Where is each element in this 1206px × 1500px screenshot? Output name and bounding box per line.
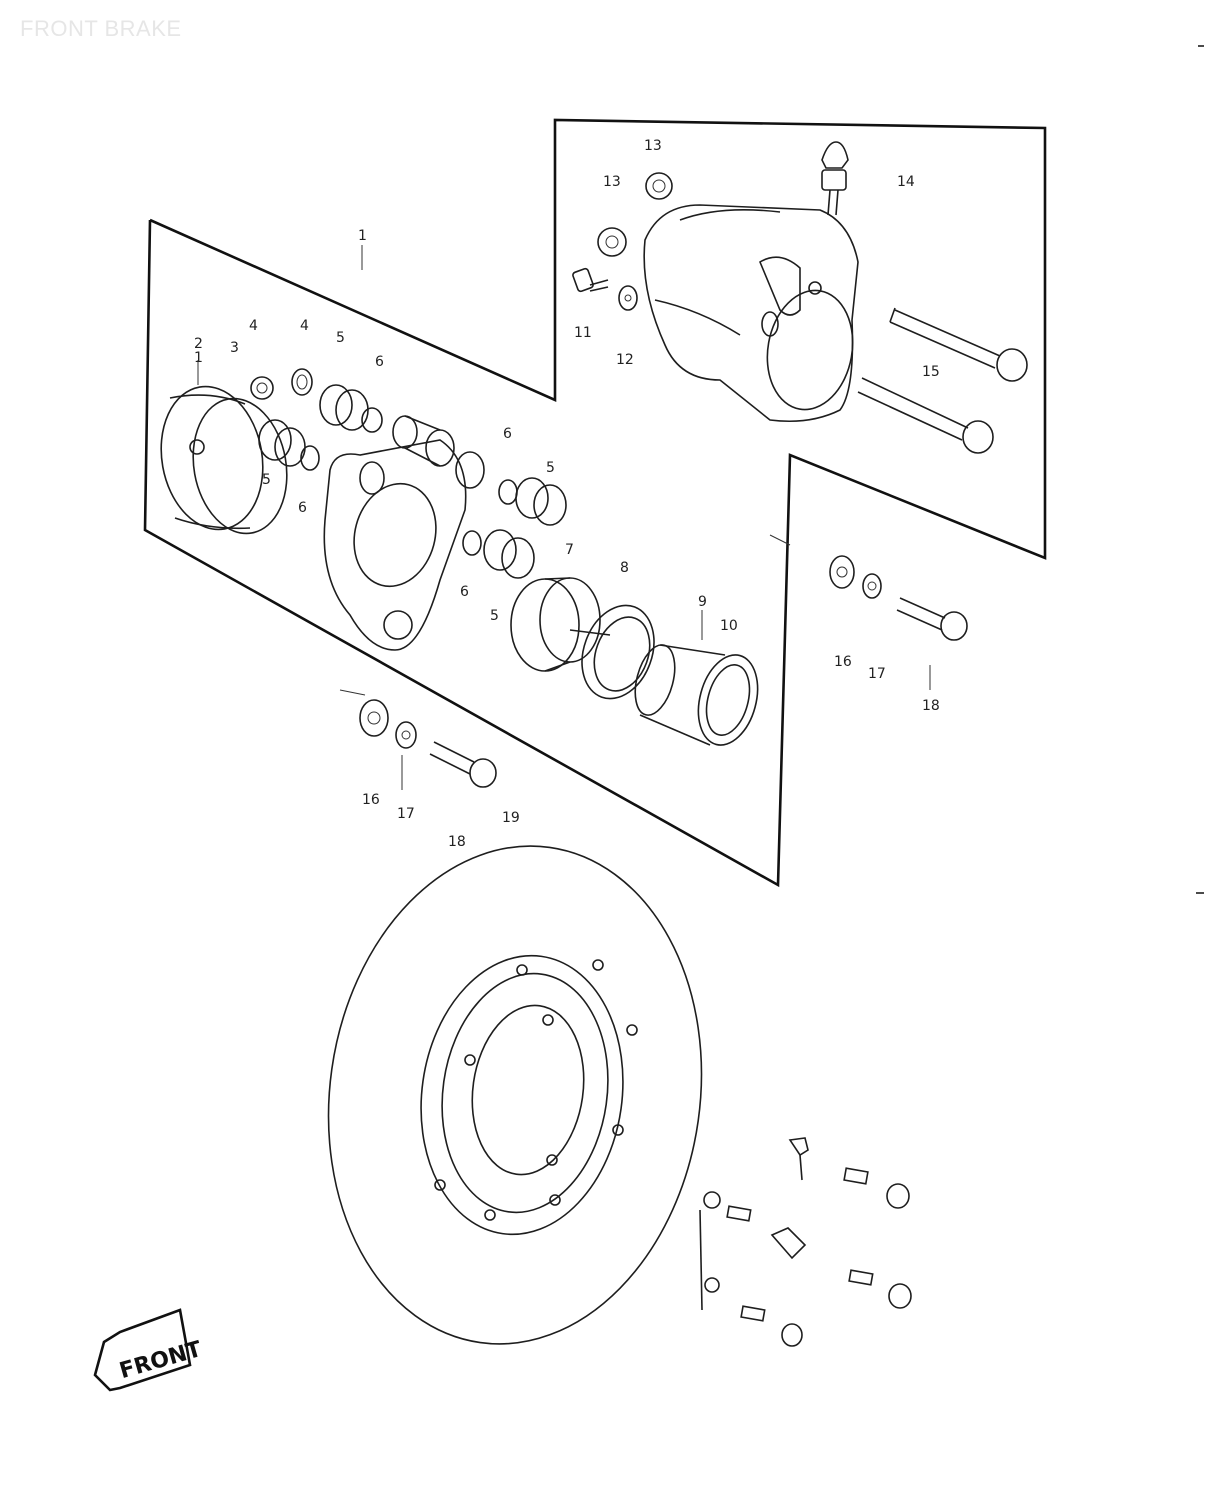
callout-5: 5 — [490, 608, 499, 624]
bleeder-valve-part — [821, 141, 849, 216]
nut-part — [597, 227, 627, 257]
callout-17: 17 — [868, 666, 886, 682]
callout-10: 10 — [720, 618, 738, 634]
callout-4: 4 — [249, 318, 258, 334]
dust-boot-part — [634, 644, 759, 746]
front-direction-arrow: FRONT — [93, 1308, 205, 1392]
callout-6: 6 — [375, 354, 384, 370]
piston-bushing-part — [498, 477, 567, 526]
callout-6: 6 — [298, 500, 307, 516]
callout-labels: 1 2 1 3 4 4 5 5 5 5 6 6 6 6 7 8 9 10 11 … — [194, 138, 940, 850]
callout-13: 13 — [603, 174, 621, 190]
piston-bushing-part — [319, 384, 383, 433]
washer-part — [395, 721, 417, 749]
callout-5: 5 — [336, 330, 345, 346]
nut-part — [645, 172, 673, 200]
callout-19: 19 — [502, 810, 520, 826]
washer-part — [359, 699, 389, 737]
callout-18: 18 — [448, 834, 466, 850]
callout-2: 2 — [194, 336, 203, 352]
callout-16: 16 — [362, 792, 380, 808]
callout-4: 4 — [300, 318, 309, 334]
callout-3: 3 — [230, 340, 239, 356]
callout-16: 16 — [834, 654, 852, 670]
callout-17: 17 — [397, 806, 415, 822]
callout-1: 1 — [358, 228, 367, 244]
callout-5: 5 — [546, 460, 555, 476]
washer-part — [829, 555, 855, 589]
seal-ring-part — [581, 604, 655, 700]
callout-7: 7 — [565, 542, 574, 558]
nut-part — [250, 376, 274, 400]
callout-9: 9 — [698, 594, 707, 610]
callout-8: 8 — [620, 560, 629, 576]
callout-6: 6 — [503, 426, 512, 442]
brake-disc — [327, 845, 703, 1345]
caliper-housing — [643, 204, 859, 423]
disc-bolt-set — [699, 1137, 912, 1347]
callout-13: 13 — [644, 138, 662, 154]
callout-14: 14 — [897, 174, 915, 190]
bolt-part — [429, 741, 497, 788]
long-bolt-part — [857, 377, 994, 454]
callout-18: 18 — [922, 698, 940, 714]
front-label: FRONT — [117, 1337, 205, 1384]
caliper-bracket — [323, 439, 485, 651]
washer-part — [862, 573, 882, 599]
callout-6: 6 — [460, 584, 469, 600]
disc-mount-holes — [434, 959, 638, 1221]
pivot-shaft — [392, 415, 455, 467]
callout-11: 11 — [574, 325, 592, 341]
bolt-part — [896, 597, 968, 641]
callout-12: 12 — [616, 352, 634, 368]
callout-15: 15 — [922, 364, 940, 380]
assembly-boundary-outline — [143, 118, 1047, 888]
washer-part — [618, 285, 638, 311]
leader-lines — [197, 245, 931, 790]
bleeder-bolt-part — [572, 267, 609, 293]
piston-bushing-part — [462, 529, 535, 579]
callout-2-sub: 1 — [194, 350, 203, 366]
page-title: FRONT BRAKE — [20, 16, 182, 41]
washer-part — [291, 368, 313, 396]
piston-bushing-part — [258, 419, 320, 471]
callout-5: 5 — [262, 472, 271, 488]
long-bolt-part — [889, 307, 1028, 382]
